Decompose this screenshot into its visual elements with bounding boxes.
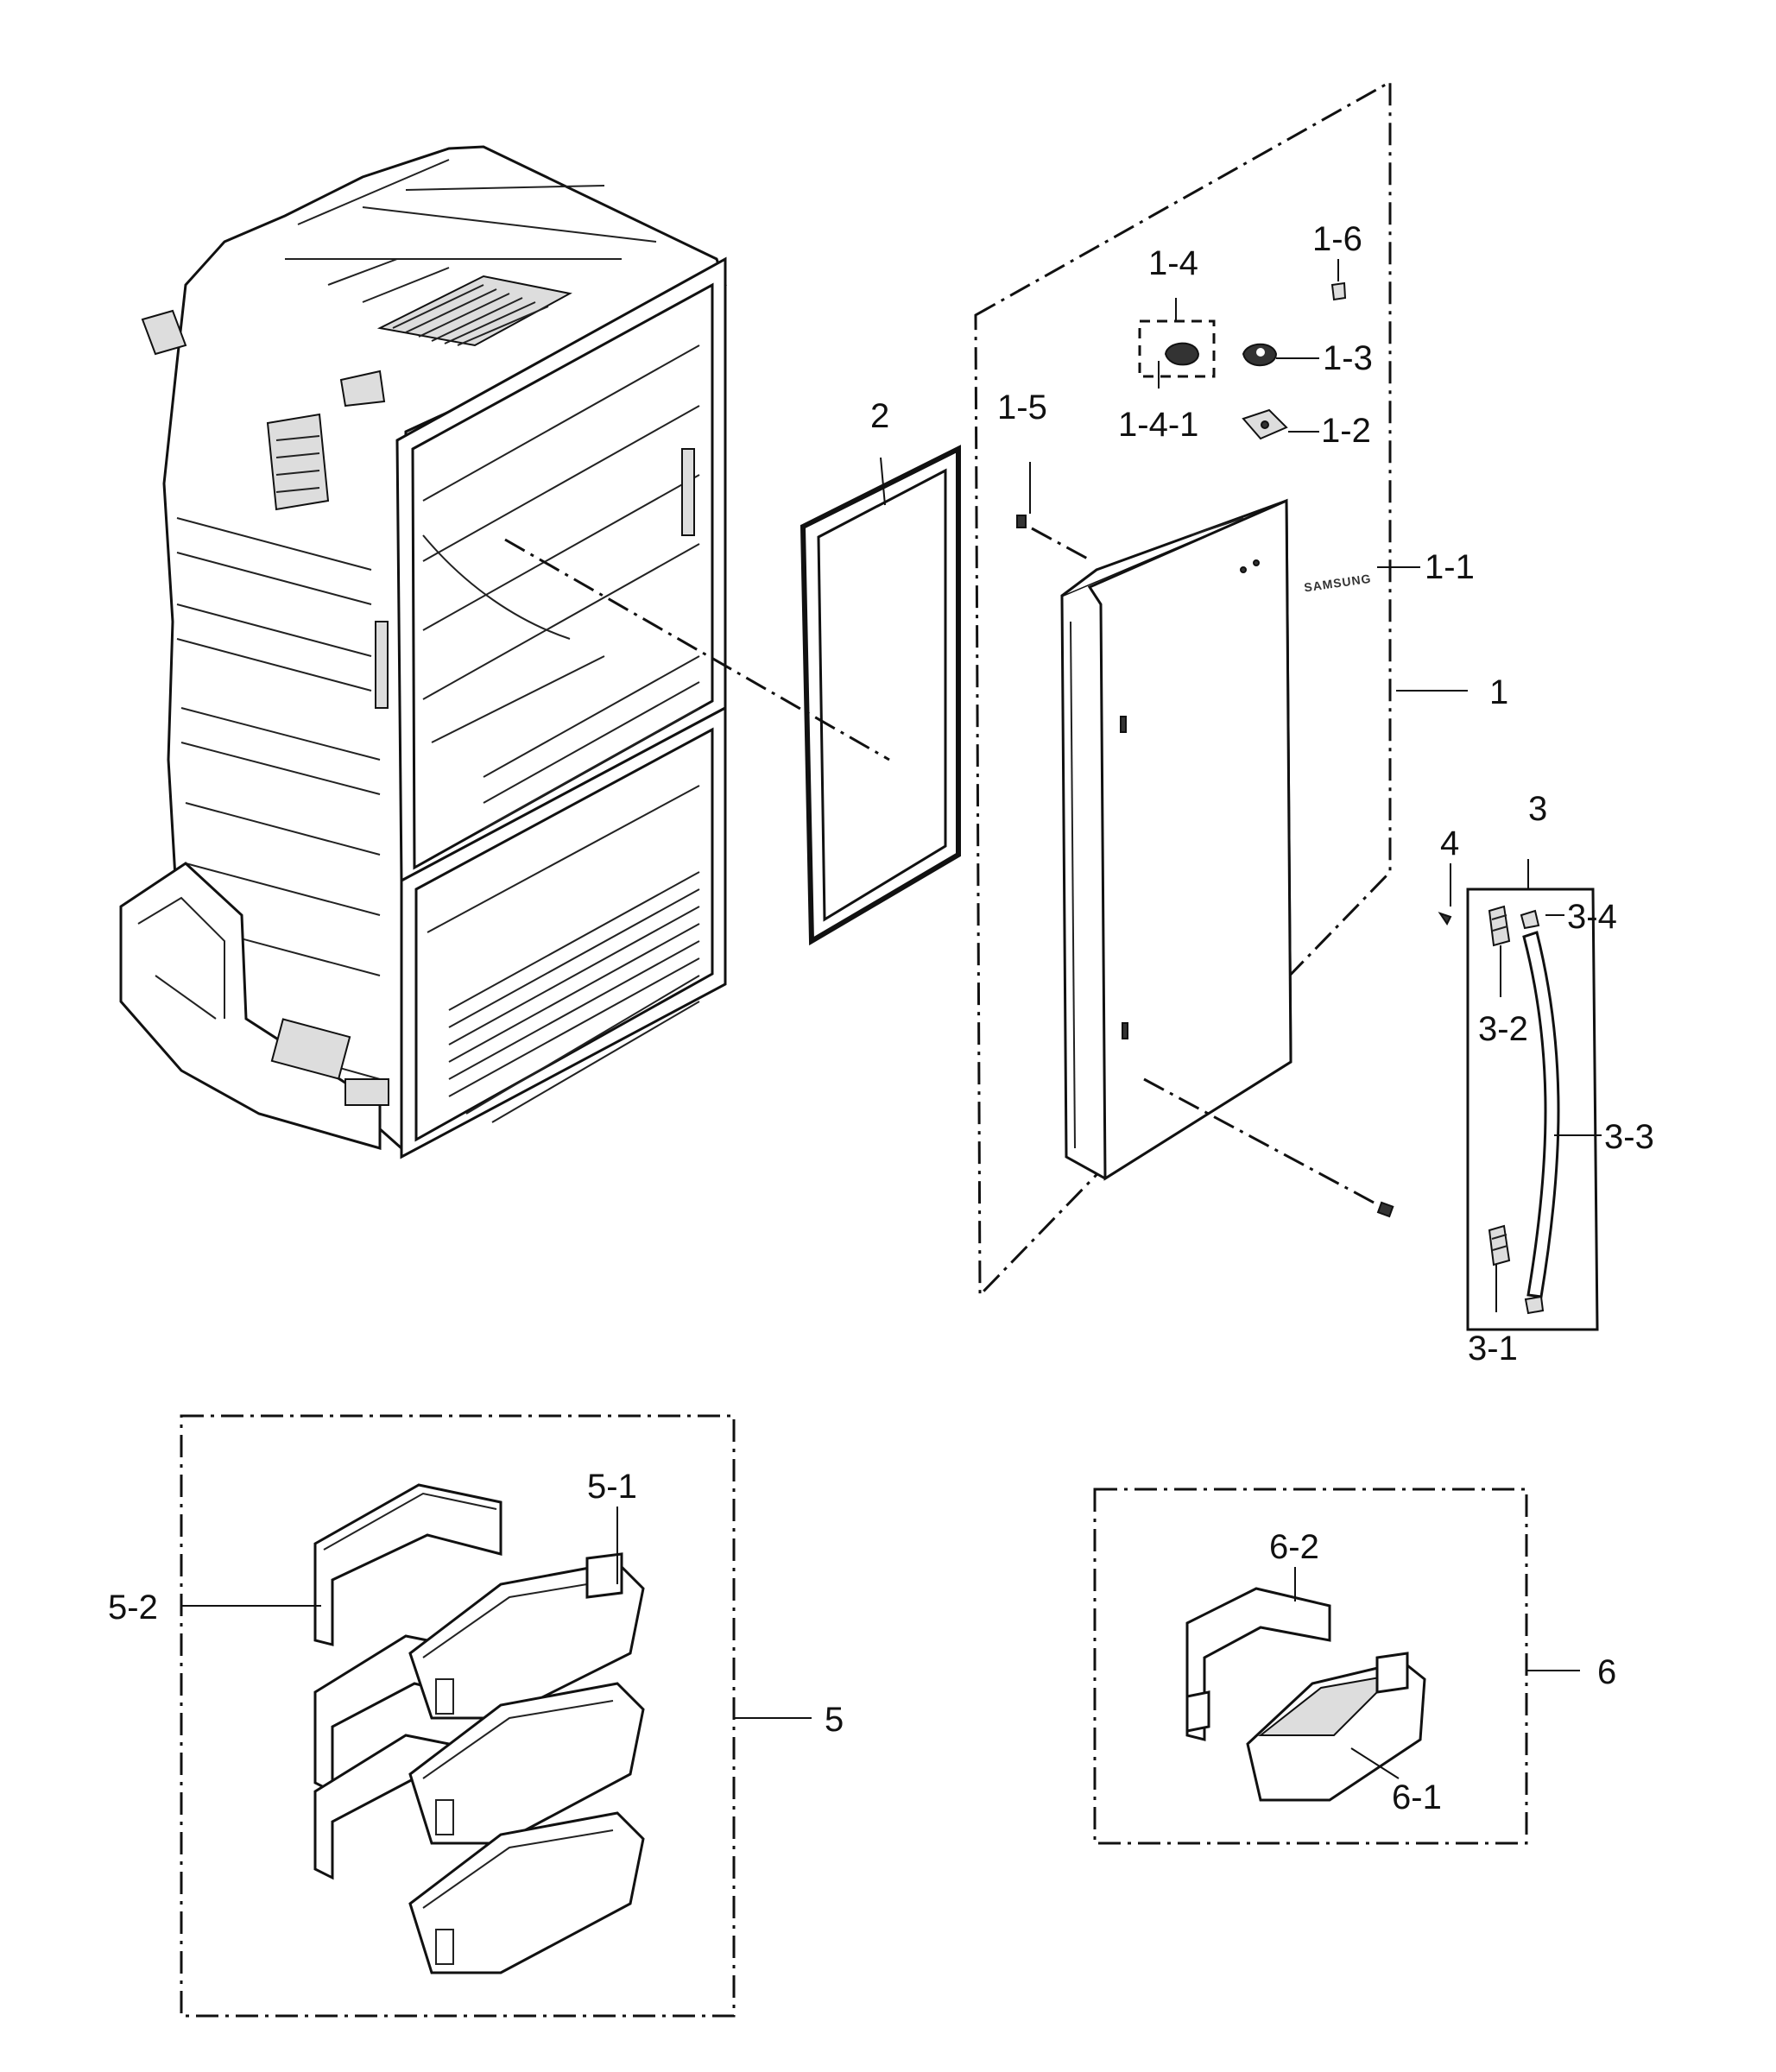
door-handle-group	[1438, 859, 1599, 1331]
label-5: 5	[825, 1701, 844, 1739]
leader-lines	[734, 357, 1602, 1719]
label-1-4: 1-4	[1148, 244, 1198, 282]
label-1-2: 1-2	[1321, 412, 1371, 450]
door-bins-group-6	[1093, 1488, 1528, 1845]
label-5-1: 5-1	[587, 1468, 637, 1506]
label-3-2: 3-2	[1478, 1010, 1528, 1048]
label-5-2: 5-2	[108, 1589, 158, 1627]
label-1: 1	[1489, 673, 1508, 711]
label-2: 2	[870, 397, 889, 435]
label-6: 6	[1597, 1653, 1616, 1691]
label-6-1: 6-1	[1392, 1778, 1442, 1816]
label-3-3: 3-3	[1604, 1118, 1654, 1156]
callout-labels: 1 1-1 1-2 1-3 1-4 1-4-1 1-5 1-6 2 3 3-1 …	[108, 220, 1654, 1816]
label-1-4-1: 1-4-1	[1118, 406, 1198, 444]
label-6-2: 6-2	[1269, 1528, 1319, 1566]
label-1-6: 1-6	[1312, 220, 1362, 258]
label-1-1: 1-1	[1425, 548, 1475, 586]
door-bins-group-5	[180, 1414, 736, 2018]
label-4: 4	[1440, 824, 1459, 862]
label-1-3: 1-3	[1323, 339, 1373, 377]
samsung-logo-badge: SAMSUNG	[1303, 572, 1372, 595]
label-3-4: 3-4	[1567, 898, 1617, 936]
door-assembly-group: SAMSUNG	[974, 79, 1394, 1298]
refrigerator-cabinet	[119, 145, 727, 1159]
door-gasket	[504, 445, 961, 946]
label-1-5: 1-5	[997, 388, 1047, 426]
label-3-1: 3-1	[1468, 1330, 1518, 1368]
label-3: 3	[1528, 790, 1547, 828]
